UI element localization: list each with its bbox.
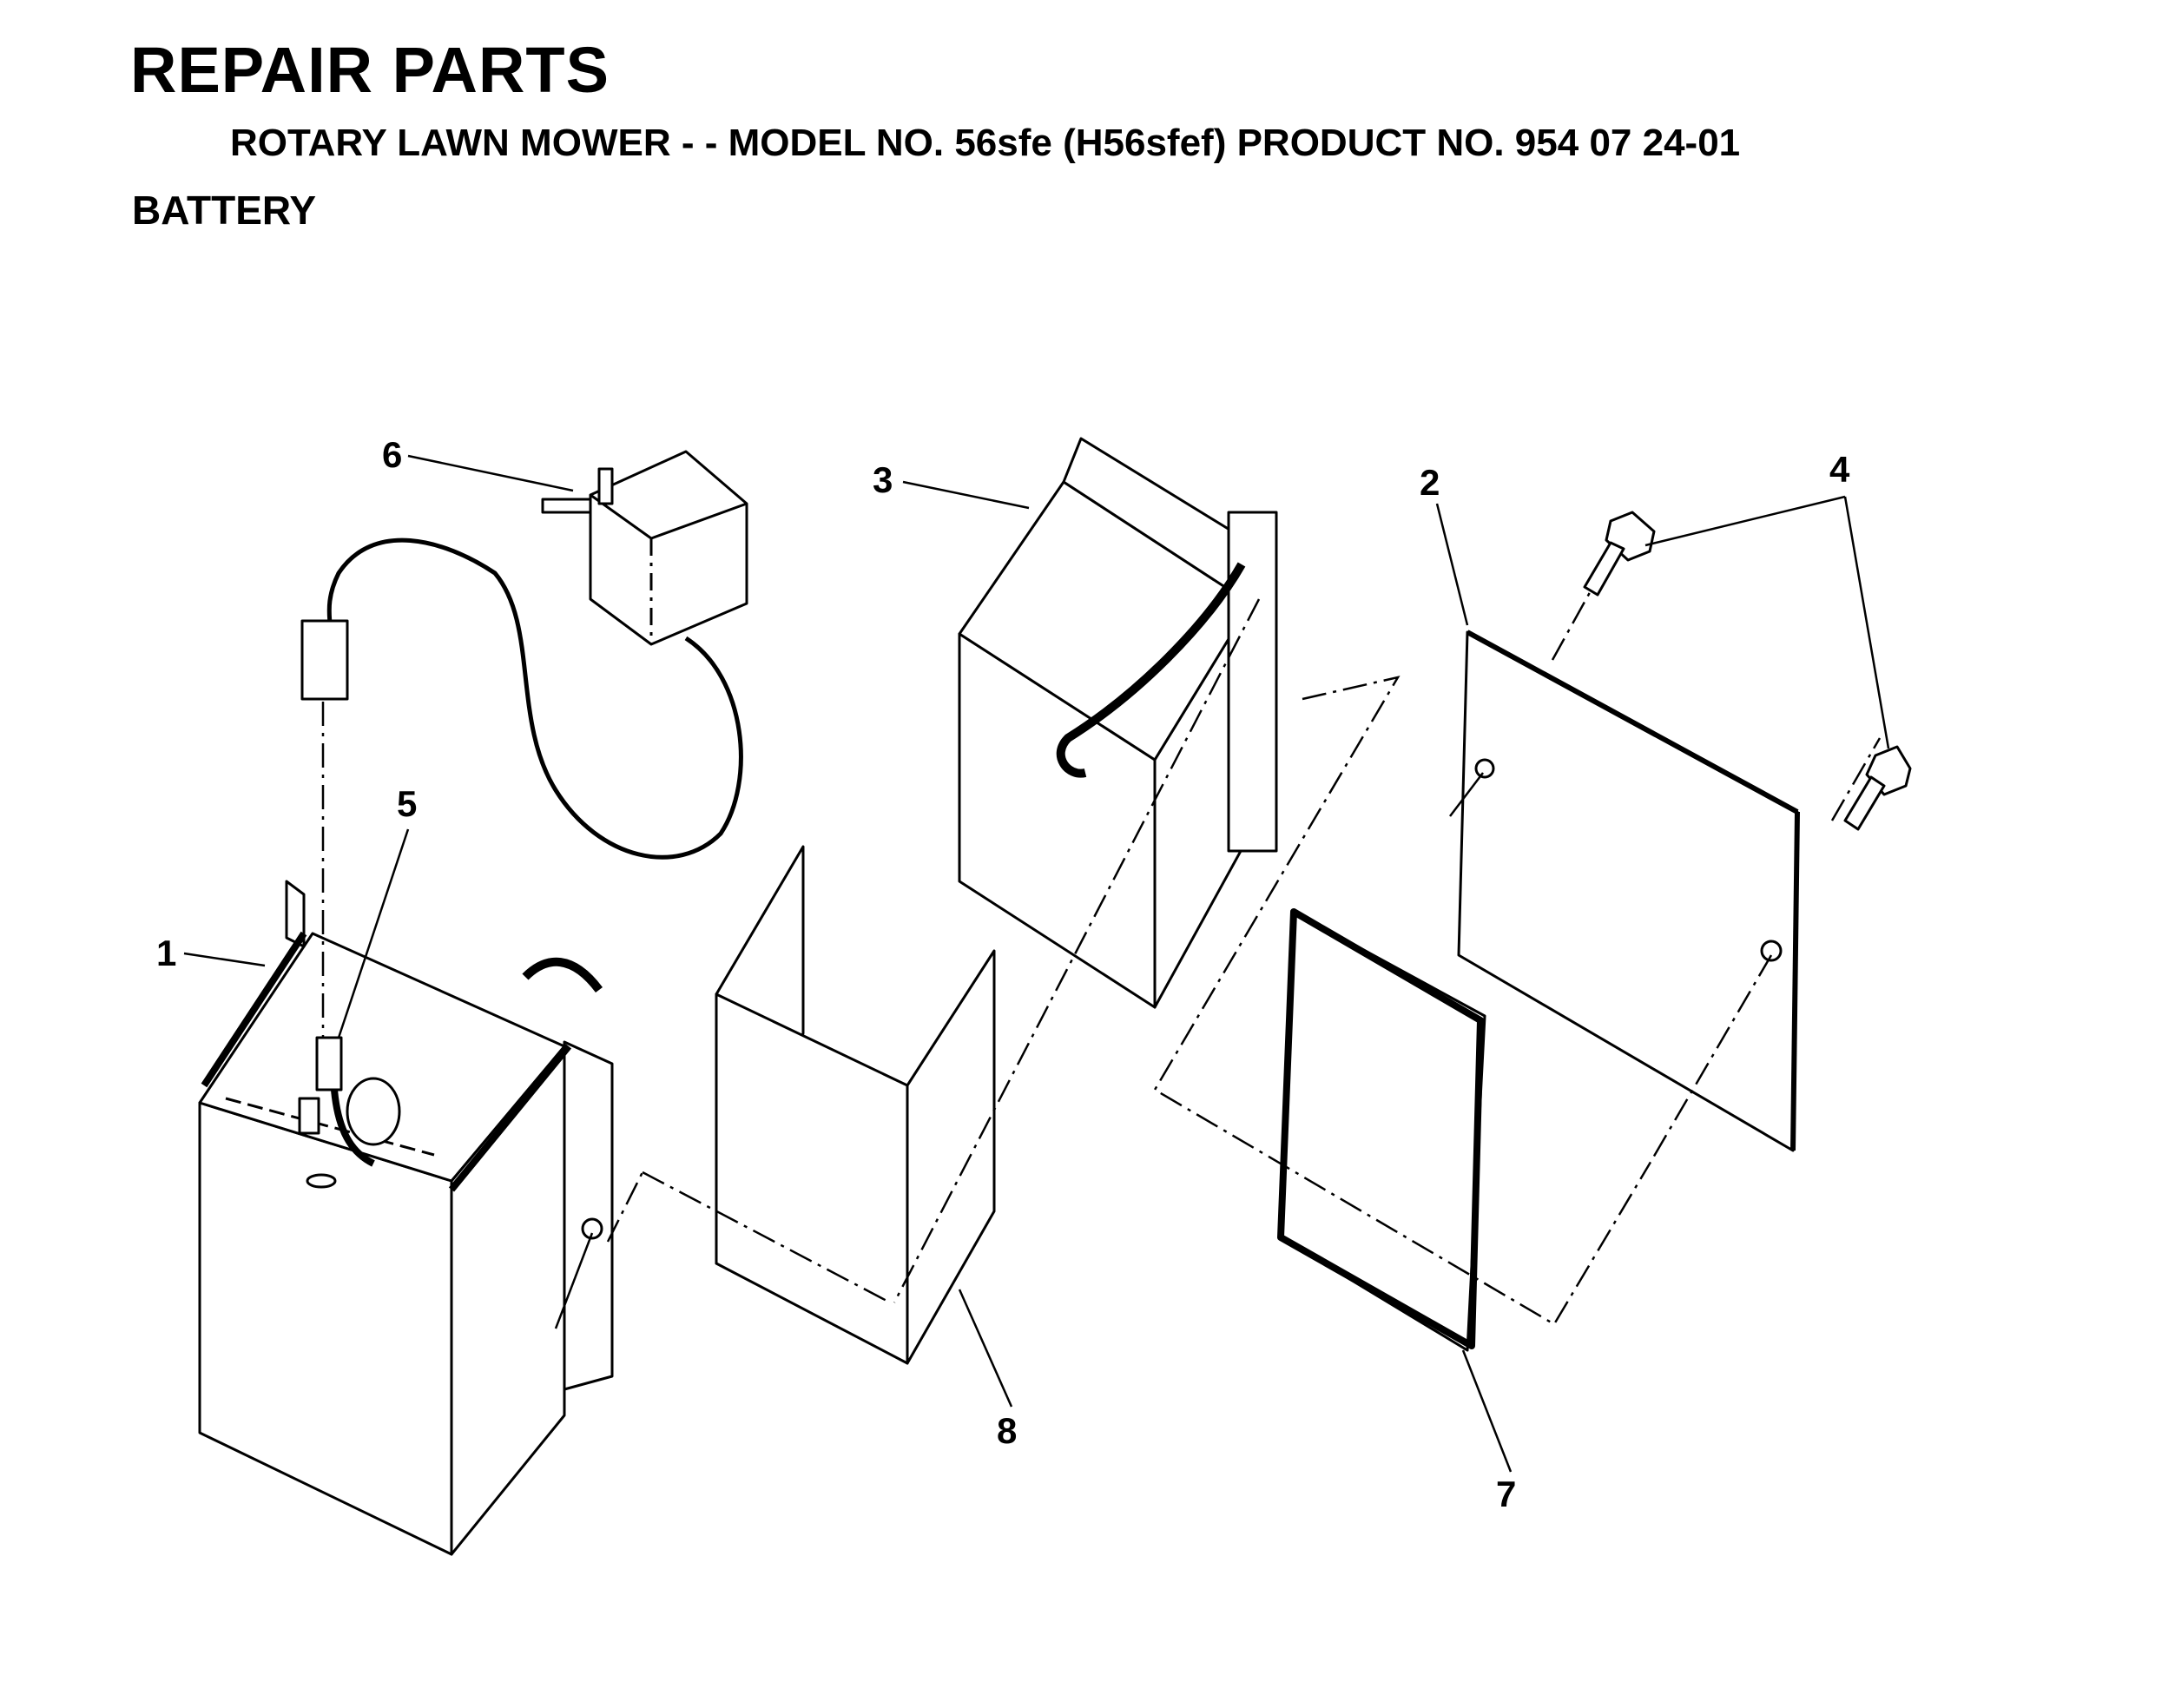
callout-6: 6: [382, 434, 402, 475]
part-7-pad[interactable]: [1153, 676, 1651, 1352]
page-title: REPAIR PARTS: [130, 34, 610, 106]
part-6-charger[interactable]: [300, 450, 748, 1038]
callout-3: 3: [873, 459, 893, 500]
callout-2: 2: [1420, 462, 1440, 503]
part-3-battery[interactable]: [893, 437, 1278, 1303]
callout-5: 5: [397, 783, 417, 824]
callout-4: 4: [1829, 449, 1850, 490]
callout-leaders: [183, 454, 1890, 1473]
part-5-connector[interactable]: [298, 1036, 375, 1167]
part-1-battery-box[interactable]: [198, 880, 614, 1556]
section-heading: BATTERY: [132, 188, 317, 233]
part-4-bolts[interactable]: [1583, 511, 1912, 831]
model-subtitle: ROTARY LAWN MOWER - - MODEL NO. 56sfe (H…: [230, 122, 1741, 164]
callout-7: 7: [1496, 1474, 1516, 1514]
part-2-cover-plate[interactable]: [1449, 546, 1882, 1164]
callout-8: 8: [997, 1410, 1017, 1451]
part-8-bracket[interactable]: [606, 845, 996, 1365]
callout-1: 1: [156, 933, 176, 973]
